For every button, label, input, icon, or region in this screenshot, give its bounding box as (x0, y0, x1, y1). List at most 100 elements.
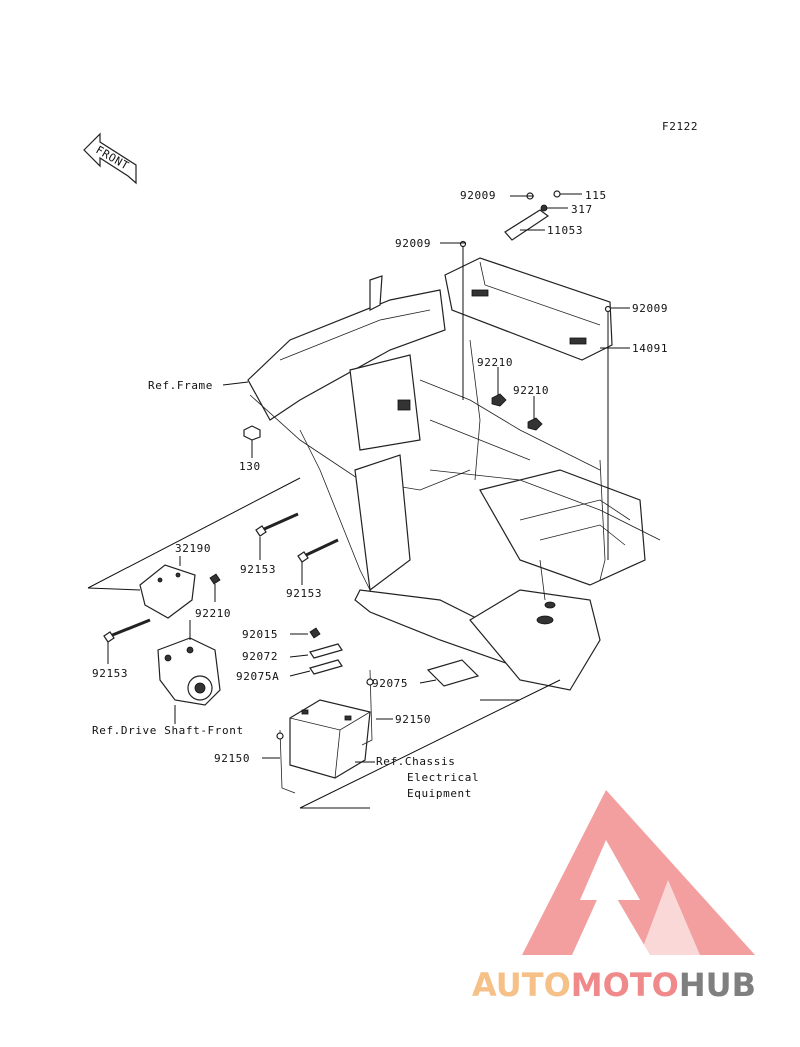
frame-line-5 (429, 419, 531, 461)
frame-rear-cage-bar-2 (539, 524, 626, 546)
bracket-32190-shape (139, 564, 196, 619)
plate-92072 (309, 643, 343, 659)
leader-lines (87, 193, 630, 809)
leader-92075A (289, 670, 311, 677)
frame-rear-cage (479, 469, 646, 586)
nut-92015 (309, 627, 321, 639)
label-92210-c: 92210 (195, 607, 231, 620)
figure-code: F2122 (662, 120, 698, 133)
label-115: 115 (585, 189, 607, 202)
label-ref-frame: Ref.Frame (148, 379, 213, 392)
label-92153-b: 92153 (286, 587, 322, 600)
cover-plate-14091 (444, 257, 613, 361)
part-labels: 92009 115 317 92009 11053 92009 14091 Re… (92, 189, 668, 800)
label-ref-chassis-2: Electrical (407, 771, 479, 784)
frame-post-2 (599, 459, 606, 581)
rod-92150-a-end (366, 678, 374, 686)
leader-92072 (289, 654, 309, 658)
cover-plate-shape (444, 257, 613, 361)
watermark-hub: HUB (679, 966, 756, 1004)
bolt-92153-c-head (103, 631, 115, 643)
label-317: 317 (571, 203, 593, 216)
watermark-logo-cut (580, 840, 640, 900)
battery-front-edge (334, 729, 341, 779)
nut-92210-a (491, 393, 507, 407)
front-direction-marker: FRONT (83, 132, 137, 185)
frame-plate-hole (397, 399, 411, 411)
frame-rear-mount (469, 589, 601, 691)
bolt-92153-a (255, 512, 299, 537)
differential-hub-center (194, 682, 206, 694)
label-ref-chassis-1: Ref.Chassis (376, 755, 455, 768)
watermark-logo-shape (522, 790, 755, 955)
label-92075A: 92075A (236, 670, 279, 683)
label-14091: 14091 (632, 342, 668, 355)
label-92009-right: 92009 (632, 302, 668, 315)
label-92072: 92072 (242, 650, 278, 663)
bolt-92153-c-shank (109, 618, 151, 638)
label-32190: 32190 (175, 542, 211, 555)
battery (289, 699, 371, 779)
nut-92210-c (209, 573, 221, 585)
cover-plate-vent-2 (569, 337, 587, 345)
screw-92009-mid (459, 240, 467, 248)
washer-317 (540, 204, 548, 212)
bolt-92153-c (103, 618, 151, 643)
bolt-130-head (243, 425, 261, 441)
label-92150-a: 92150 (395, 713, 431, 726)
label-92210-a: 92210 (477, 356, 513, 369)
watermark-text: AUTOMOTOHUB (472, 966, 756, 1004)
bracket-32190 (139, 564, 221, 619)
frame-mount-hole-1 (536, 615, 554, 625)
pad-92075 (426, 659, 480, 687)
frame-line-4 (419, 379, 601, 471)
bolt-92153-b-head (297, 551, 309, 563)
nut-92210-b (527, 417, 543, 431)
frame-drawing (247, 275, 661, 691)
front-arrow-shape (83, 132, 137, 185)
frame-tab (369, 275, 383, 311)
watermark-moto: MOTO (571, 966, 679, 1004)
label-92150-b: 92150 (214, 752, 250, 765)
frame-line-2 (279, 309, 431, 361)
frame-rear-cage-bar (519, 499, 631, 521)
bolt-92153-a-head (255, 525, 267, 537)
watermark-auto: AUTO (472, 966, 571, 1004)
differential-bolt-2 (186, 646, 194, 654)
rod-92150-b-end (276, 732, 284, 740)
label-92153-c: 92153 (92, 667, 128, 680)
bracket-32190-hole-2 (175, 572, 181, 578)
rod-92150-b (279, 729, 296, 794)
leader-bracket-frame-1 (87, 477, 301, 589)
frame-vertical (469, 339, 481, 481)
drive-shaft-front (157, 637, 221, 706)
bolt-130 (243, 425, 261, 441)
frame-post (539, 559, 546, 601)
label-92210-b: 92210 (513, 384, 549, 397)
pad-92075A (309, 659, 343, 675)
label-11053: 11053 (547, 224, 583, 237)
bracket-shape (504, 209, 550, 241)
battery-terminal-2 (344, 715, 352, 721)
differential-bolt-1 (164, 654, 172, 662)
frame-upper-left (247, 289, 446, 421)
rod-92150-a (361, 669, 373, 746)
label-ref-drive-shaft: Ref.Drive Shaft-Front (92, 724, 244, 737)
frame-bracket-plate (349, 354, 421, 451)
label-92009-top: 92009 (460, 189, 496, 202)
label-ref-chassis-3: Equipment (407, 787, 472, 800)
frame-line-1 (249, 394, 471, 491)
battery-hardware (276, 627, 480, 794)
bolt-115 (553, 190, 561, 198)
leader-ref-frame (222, 381, 249, 386)
watermark-logo-cut-2 (640, 880, 700, 955)
bracket-32190-hole-1 (157, 577, 163, 583)
label-92075: 92075 (372, 677, 408, 690)
watermark-logo (522, 790, 755, 955)
frame-mount-hole-2 (544, 601, 556, 609)
screw-92009-right (604, 305, 612, 313)
cover-plate-fold (479, 261, 601, 326)
label-92009-mid: 92009 (395, 237, 431, 250)
label-92015: 92015 (242, 628, 278, 641)
